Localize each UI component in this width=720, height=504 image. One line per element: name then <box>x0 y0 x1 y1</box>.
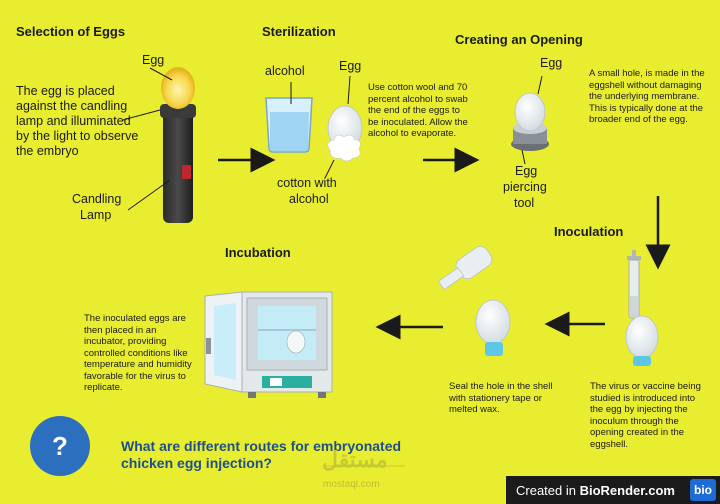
opening-egg-label: Egg <box>540 56 563 70</box>
step-incubation-title: Incubation <box>225 245 291 260</box>
sealing-description: Seal the hole in the shell with statione… <box>449 381 553 415</box>
egg-pointer-line <box>149 67 173 81</box>
watermark-latin: mostaql.com <box>323 479 380 490</box>
badge-prefix: Created in <box>516 483 580 498</box>
alcohol-beaker-illustration <box>265 82 313 153</box>
watermark-graphic <box>325 465 405 467</box>
opening-description: A small hole, is made in the eggshell wi… <box>589 68 705 125</box>
step-selection-title: Selection of Eggs <box>16 24 126 39</box>
question-line1: What are different routes for embryonate… <box>121 438 402 454</box>
egg-piercing-tool-illustration <box>511 75 549 165</box>
incubation-description: The inoculated eggs are then placed in a… <box>84 313 192 393</box>
egg-with-cotton-illustration <box>324 75 363 179</box>
selection-egg-label: Egg <box>142 53 165 67</box>
lamp-label-line1: Candling <box>72 192 122 206</box>
inoculation-description: The virus or vaccine being studied is in… <box>590 381 701 450</box>
biorender-badge[interactable]: Created in BioRender.com bio <box>506 476 720 504</box>
candling-lamp-illustration <box>160 67 196 223</box>
cotton-label-line1: cotton with <box>277 176 337 190</box>
tool-label-line1: Egg <box>515 164 538 178</box>
watermark-arabic: مستقل <box>322 447 388 472</box>
step-sterilization-title: Sterilization <box>262 24 336 39</box>
sterilization-description: Use cotton wool and 70 percent alcohol t… <box>368 82 468 139</box>
sterilization-egg-label: Egg <box>339 59 362 73</box>
step-inoculation-title: Inoculation <box>554 224 624 239</box>
lamp-pointer-line <box>127 179 171 211</box>
badge-brand: BioRender.com <box>579 483 675 498</box>
question-icon: ? <box>30 416 90 476</box>
tool-label-line2: piercing <box>503 180 547 194</box>
step-opening-title: Creating an Opening <box>455 32 583 47</box>
lamp-label-line2: Lamp <box>80 208 112 222</box>
badge-text: Created in BioRender.com <box>516 483 675 498</box>
tool-label-line3: tool <box>514 196 535 210</box>
incubator-illustration <box>204 291 333 398</box>
selection-description: The egg is placed against the candling l… <box>16 84 139 158</box>
biorender-logo-icon: bio <box>690 479 716 501</box>
description-pointer-line <box>122 109 161 121</box>
sealing-illustration <box>437 245 511 356</box>
syringe-egg-illustration <box>625 250 659 366</box>
cotton-label-line2: alcohol <box>289 192 329 206</box>
question-line2: chicken egg injection? <box>121 455 272 471</box>
alcohol-label: alcohol <box>265 64 305 78</box>
